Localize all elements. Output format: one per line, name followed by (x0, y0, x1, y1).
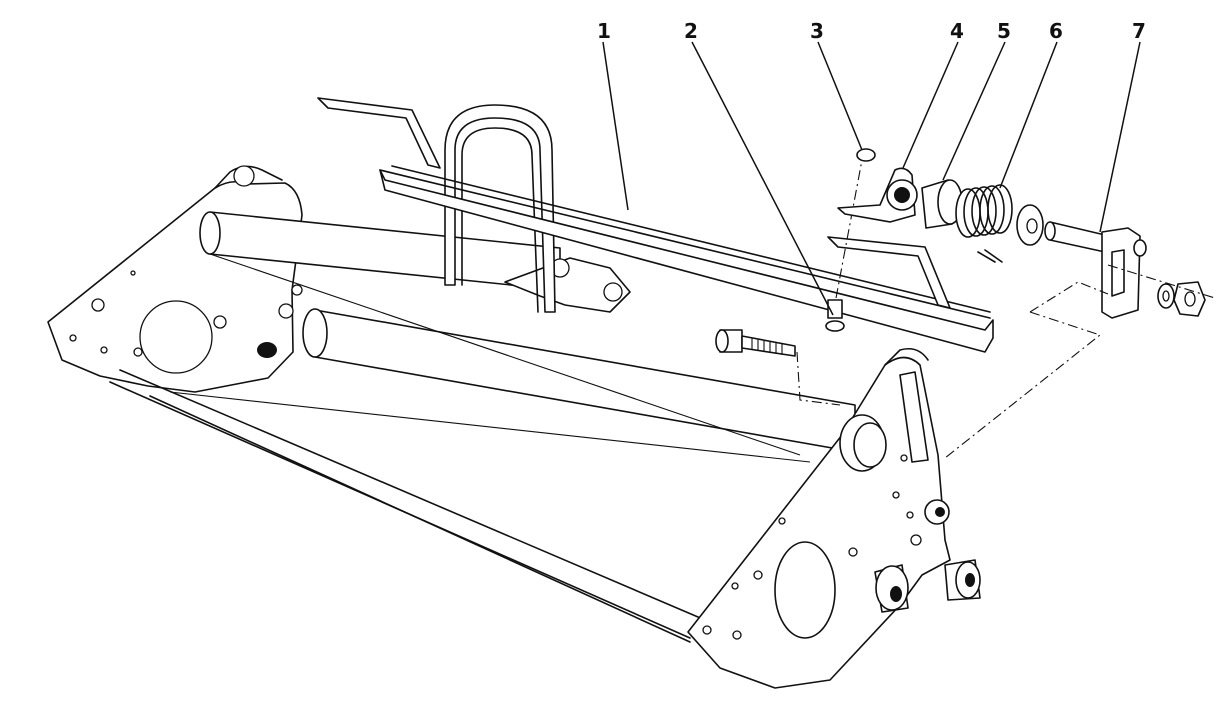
callout-4: 4 (950, 19, 964, 43)
callout-7: 7 (1132, 19, 1146, 43)
callout-5: 5 (997, 19, 1011, 43)
threaded-bolt (715, 329, 841, 406)
lower-roller (302, 308, 856, 453)
callout-3: 3 (810, 19, 824, 43)
callout-1: 1 (597, 19, 611, 43)
left-side-plate (47, 165, 303, 393)
pivot-shaft (944, 221, 1216, 459)
top-roller (199, 211, 561, 291)
leader-lines (602, 41, 1141, 316)
right-side-plate (687, 347, 981, 689)
callout-labels: 1 2 3 4 5 6 7 (597, 19, 1146, 43)
bearing-bracket (837, 167, 918, 223)
reel-frame-bar (317, 97, 994, 353)
frame-rails (109, 253, 811, 643)
u-bolt (444, 104, 556, 313)
callout-6: 6 (1049, 19, 1063, 43)
callout-2: 2 (684, 19, 698, 43)
clip (856, 148, 876, 162)
torsion-spring (955, 184, 1044, 263)
